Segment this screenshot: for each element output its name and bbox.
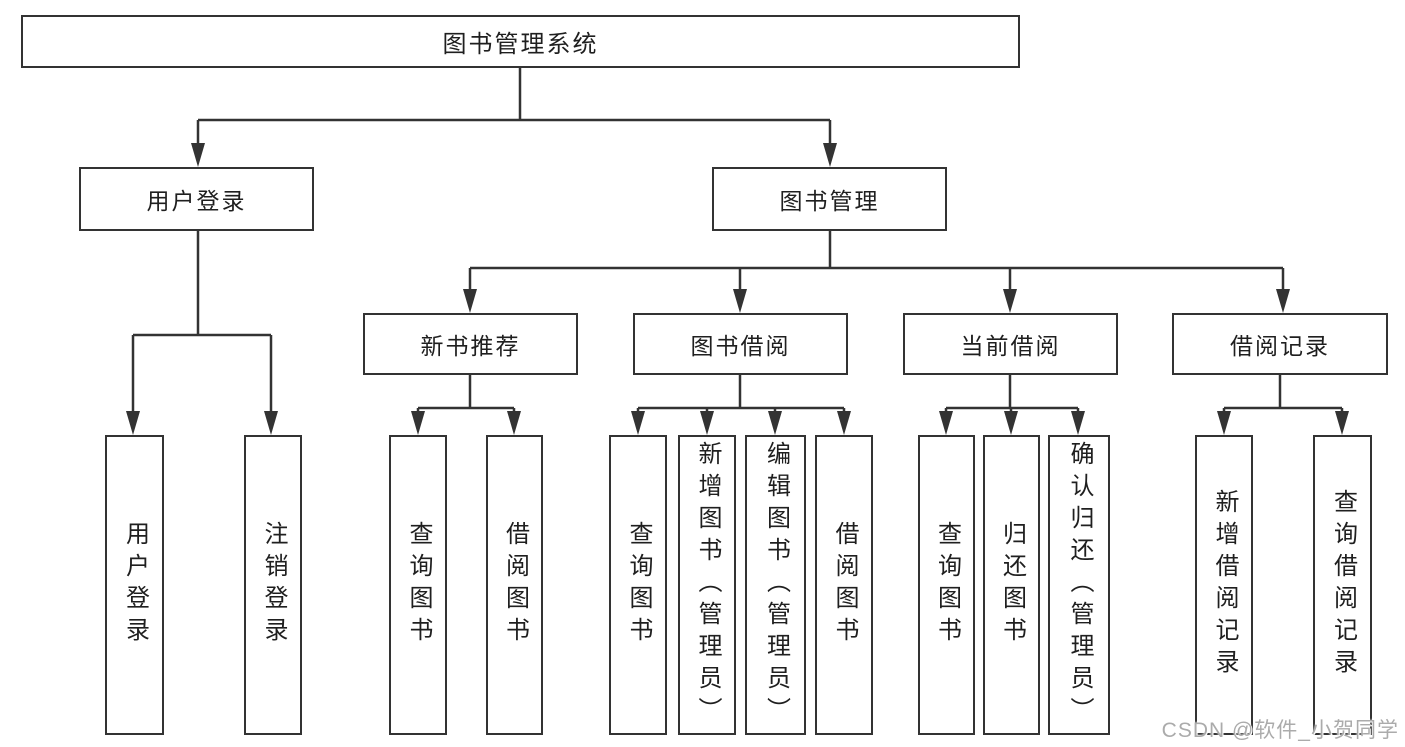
node-library-management-system: 图书管理系统 xyxy=(21,15,1020,68)
leaf-borrow-borrow-books: 借阅图书 xyxy=(815,435,873,735)
leaf-logout-label: 注销登录 xyxy=(260,521,287,649)
node-book-management-label: 图书管理 xyxy=(779,188,880,214)
leaf-borrow-edit-books-admin: 编辑图书（管理员） xyxy=(745,435,806,735)
node-user-login-label: 用户登录 xyxy=(146,188,247,214)
leaf-current-query-books-label: 查询图书 xyxy=(933,521,961,649)
node-new-book-recommend-label: 新书推荐 xyxy=(420,333,521,359)
leaf-current-return-books-label: 归还图书 xyxy=(998,521,1026,649)
node-current-borrowing: 当前借阅 xyxy=(903,313,1118,375)
leaf-borrow-edit-books-admin-label: 编辑图书（管理员） xyxy=(762,441,790,729)
leaf-current-return-books: 归还图书 xyxy=(983,435,1040,735)
leaf-recommend-borrow-books-label: 借阅图书 xyxy=(501,521,529,649)
arrow-down-heads xyxy=(126,143,1349,435)
leaf-borrow-query-books-label: 查询图书 xyxy=(625,521,652,649)
node-new-book-recommend: 新书推荐 xyxy=(363,313,578,375)
leaf-borrow-query-books: 查询图书 xyxy=(609,435,667,735)
leaf-current-confirm-return-admin: 确认归还（管理员） xyxy=(1048,435,1110,735)
leaf-borrow-borrow-books-label: 借阅图书 xyxy=(831,521,858,649)
leaf-borrow-add-books-admin: 新增图书（管理员） xyxy=(678,435,736,735)
node-current-borrowing-label: 当前借阅 xyxy=(960,333,1061,359)
leaf-current-confirm-return-admin-label: 确认归还（管理员） xyxy=(1066,441,1093,729)
leaf-user-login-label: 用户登录 xyxy=(121,521,149,649)
node-book-borrowing: 图书借阅 xyxy=(633,313,848,375)
leaf-records-query-record: 查询借阅记录 xyxy=(1313,435,1372,735)
leaf-recommend-query-books: 查询图书 xyxy=(389,435,447,735)
node-borrowing-records: 借阅记录 xyxy=(1172,313,1388,375)
node-library-management-system-label: 图书管理系统 xyxy=(442,31,599,58)
leaf-borrow-add-books-admin-label: 新增图书（管理员） xyxy=(694,441,721,729)
node-user-login: 用户登录 xyxy=(79,167,314,231)
leaf-recommend-query-books-label: 查询图书 xyxy=(405,521,432,649)
leaf-records-query-record-label: 查询借阅记录 xyxy=(1329,489,1357,681)
node-book-borrowing-label: 图书借阅 xyxy=(690,333,791,359)
leaf-records-add-record: 新增借阅记录 xyxy=(1195,435,1253,735)
leaf-current-query-books: 查询图书 xyxy=(918,435,975,735)
leaf-records-add-record-label: 新增借阅记录 xyxy=(1211,489,1238,681)
leaf-recommend-borrow-books: 借阅图书 xyxy=(486,435,543,735)
node-book-management: 图书管理 xyxy=(712,167,947,231)
leaf-logout: 注销登录 xyxy=(244,435,302,735)
node-borrowing-records-label: 借阅记录 xyxy=(1230,333,1330,359)
leaf-user-login: 用户登录 xyxy=(105,435,164,735)
csdn-watermark: CSDN @软件_小贺同学 xyxy=(1161,719,1399,742)
